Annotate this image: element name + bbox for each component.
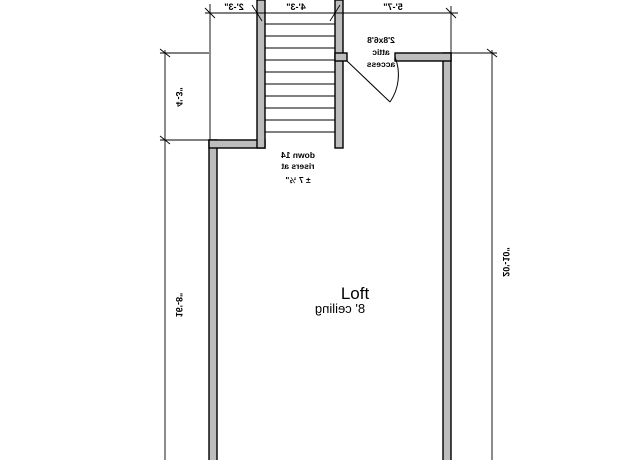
- attic-access-note: 2'8x6'8 attic access: [367, 35, 396, 69]
- room-name: Loft: [341, 284, 370, 303]
- dim-left-lower: 16'-8": [174, 293, 184, 317]
- attic-door: [346, 56, 399, 103]
- wall-stair-right: [334, 0, 344, 149]
- wall-stair-left: [256, 0, 266, 149]
- wall-left: [208, 139, 218, 460]
- stair-note-line1: down 14: [281, 150, 315, 160]
- dim-top-right: 5'-7": [383, 2, 402, 12]
- room-ceiling: 8' ceiling: [315, 301, 365, 316]
- dim-left-upper: 4'-3": [174, 87, 184, 106]
- attic-note-line2: attic: [372, 47, 390, 57]
- wall-top-right: [394, 52, 452, 62]
- attic-door-leaf: [346, 60, 391, 103]
- dim-top-left: 2'-3": [224, 2, 243, 12]
- stair-note-line3: ± 7 ½": [285, 175, 310, 185]
- wall-attic-stub: [334, 52, 348, 62]
- wall-right: [442, 52, 452, 460]
- dim-top-middle: 4'-3": [286, 2, 305, 12]
- attic-note-line3: access: [367, 59, 396, 69]
- attic-door-swing-arc: [389, 56, 399, 103]
- stair-note-line2: risers at: [281, 161, 314, 171]
- attic-note-line1: 2'8x6'8: [367, 35, 395, 45]
- stair-treads: [265, 23, 335, 133]
- stair-note: down 14 risers at ± 7 ½": [281, 150, 315, 185]
- dimension-lines: [159, 4, 498, 460]
- walls: [208, 0, 452, 460]
- dim-right-overall: 20'-10": [501, 247, 511, 276]
